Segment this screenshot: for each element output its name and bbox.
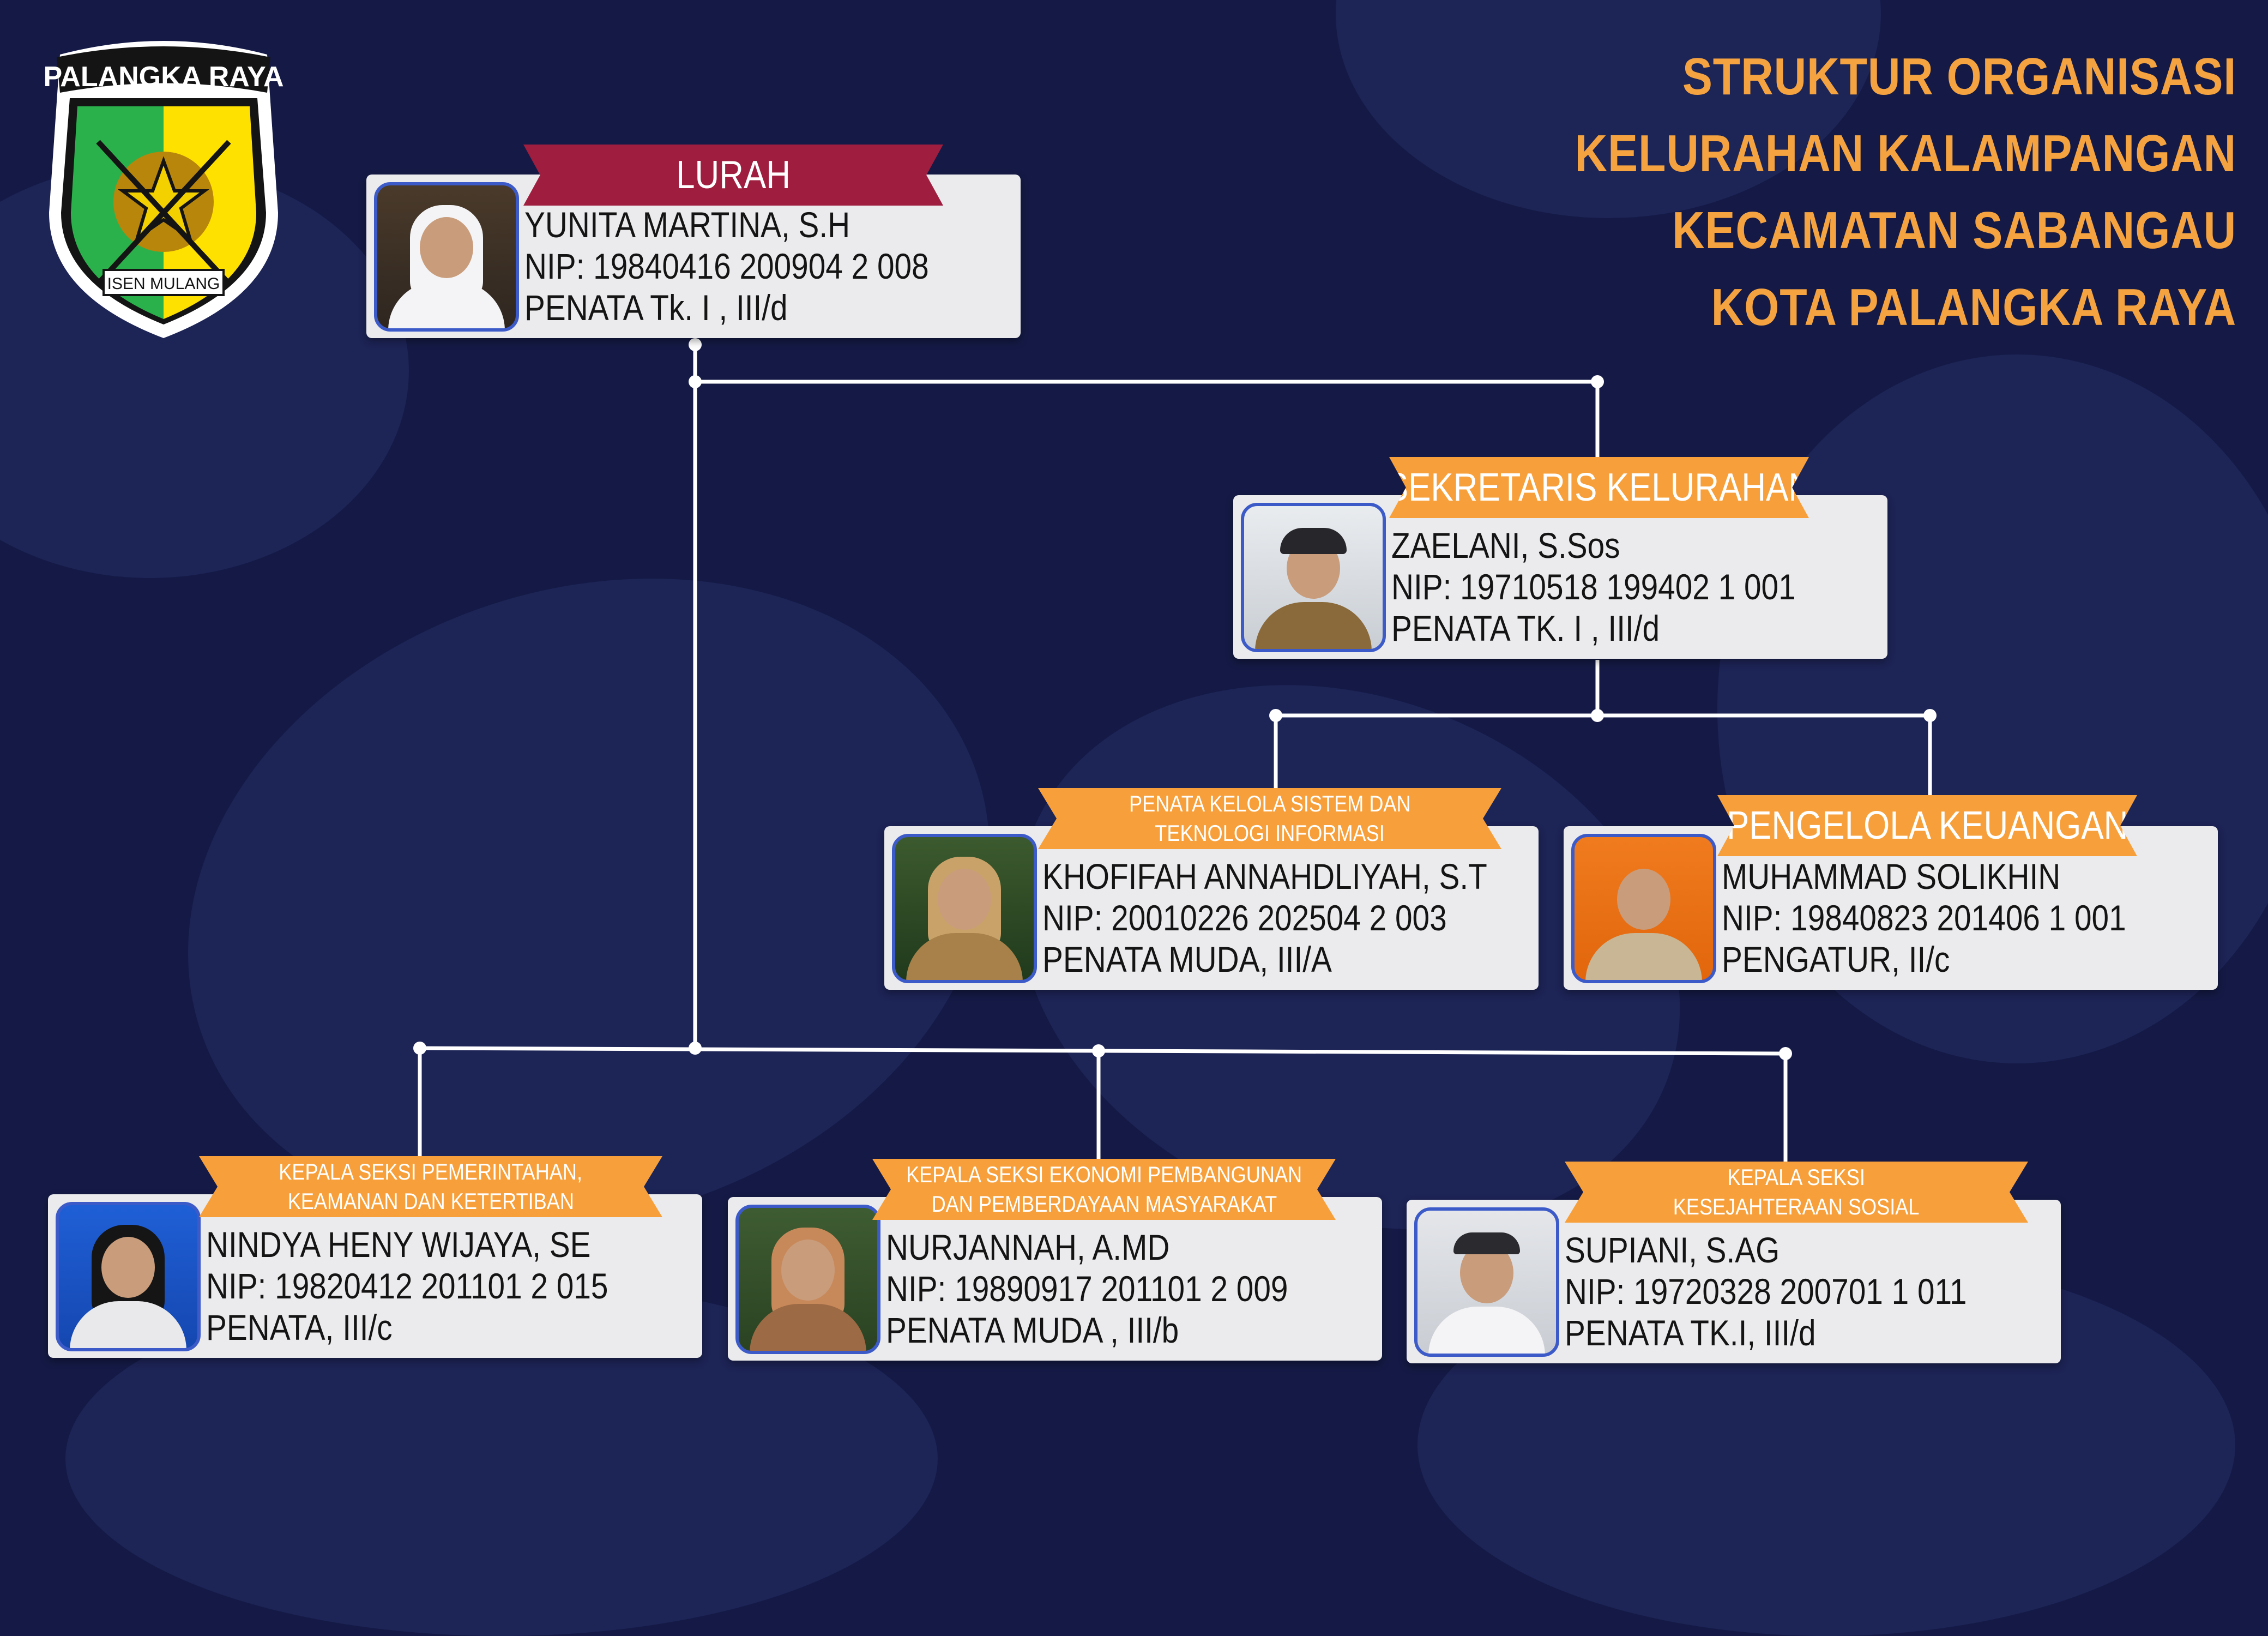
emblem-top-text: PALANGKA RAYA [43, 61, 284, 93]
city-emblem-icon: PALANGKA RAYA ISEN MULANG [43, 41, 284, 338]
person-name: NURJANNAH, A.MD [886, 1227, 1170, 1267]
org-card-sekretaris: ZAELANI, S.Sos NIP: 19710518 199402 1 00… [1233, 495, 1887, 659]
person-photo [892, 834, 1037, 983]
person-photo [56, 1202, 201, 1351]
person-name: ZAELANI, S.Sos [1391, 525, 1620, 566]
page-title: STRUKTUR ORGANISASI KELURAHAN KALAMPANGA… [1467, 38, 2236, 346]
person-rank: PENATA TK.I, III/d [1565, 1313, 1816, 1353]
person-rank: PENATA TK. I , III/d [1391, 608, 1660, 648]
emblem-motto: ISEN MULANG [107, 275, 220, 293]
position-title-kasi-pemerintahan: KEPALA SEKSI PEMERINTAHAN, KEAMANAN DAN … [199, 1156, 662, 1217]
position-title-text: PENGELOLA KEUANGAN [1726, 804, 2128, 847]
position-title-text: PENATA KELOLA SISTEM DAN [1129, 791, 1411, 816]
person-name: YUNITA MARTINA, S.H [524, 204, 850, 245]
person-photo [374, 182, 519, 332]
position-title-text: TEKNOLOGI INFORMASI [1155, 820, 1385, 846]
position-title-text: DAN PEMBERDAYAAN MASYARAKAT [931, 1191, 1277, 1217]
org-chart-connectors [413, 338, 1937, 1162]
org-card-penata-sistem: KHOFIFAH ANNAHDLIYAH, S.T NIP: 20010226 … [884, 826, 1539, 990]
person-nip: NIP: 19890917 201101 2 009 [886, 1268, 1288, 1309]
position-title-keuangan: PENGELOLA KEUANGAN [1717, 795, 2137, 856]
person-photo [1414, 1207, 1559, 1357]
position-title-kasi-ekonomi: KEPALA SEKSI EKONOMI PEMBANGUNAN DAN PEM… [872, 1159, 1336, 1220]
person-name: SUPIANI, S.AG [1565, 1230, 1780, 1270]
position-title-text: KEPALA SEKSI PEMERINTAHAN, [279, 1159, 583, 1184]
position-title-penata-sistem: PENATA KELOLA SISTEM DAN TEKNOLOGI INFOR… [1038, 788, 1501, 849]
palangka-raya-emblem: PALANGKA RAYA ISEN MULANG [38, 33, 289, 349]
position-title-text: KESEJAHTERAAN SOSIAL [1673, 1194, 1920, 1219]
page-title-line: KOTA PALANGKA RAYA [1711, 278, 2236, 336]
position-title-text: KEPALA SEKSI EKONOMI PEMBANGUNAN [906, 1162, 1302, 1187]
position-title-sekretaris: SEKRETARIS KELURAHAN [1389, 457, 1809, 518]
person-name: MUHAMMAD SOLIKHIN [1722, 856, 2061, 897]
position-title-text: KEAMANAN DAN KETERTIBAN [287, 1188, 574, 1214]
person-nip: NIP: 19720328 200701 1 011 [1565, 1271, 1967, 1312]
person-photo [1571, 834, 1716, 983]
position-title-lurah: LURAH [523, 145, 943, 206]
org-card-kasi-ekonomi: NURJANNAH, A.MD NIP: 19890917 201101 2 0… [728, 1197, 1382, 1361]
person-photo [735, 1205, 880, 1354]
org-card-kasi-kesejahteraan: SUPIANI, S.AG NIP: 19720328 200701 1 011… [1407, 1200, 2061, 1363]
page-title-line: KELURAHAN KALAMPANGAN [1575, 124, 2236, 183]
person-rank: PENATA Tk. I , III/d [524, 287, 788, 328]
position-title-text: KEPALA SEKSI [1727, 1164, 1866, 1190]
position-title-kasi-kesejahteraan: KEPALA SEKSI KESEJAHTERAAN SOSIAL [1565, 1162, 2028, 1223]
person-rank: PENGATUR, II/c [1722, 939, 1950, 979]
person-photo [1241, 503, 1386, 652]
person-name: KHOFIFAH ANNAHDLIYAH, S.T [1042, 856, 1487, 897]
position-title-text: SEKRETARIS KELURAHAN [1385, 466, 1813, 509]
position-title-text: LURAH [676, 153, 791, 197]
org-card-kasi-pemerintahan: NINDYA HENY WIJAYA, SE NIP: 19820412 201… [48, 1194, 702, 1358]
person-nip: NIP: 19710518 199402 1 001 [1391, 567, 1796, 607]
person-nip: NIP: 19820412 201101 2 015 [206, 1266, 608, 1306]
person-nip: NIP: 19840416 200904 2 008 [524, 246, 929, 286]
person-rank: PENATA MUDA , III/b [886, 1310, 1179, 1350]
person-name: NINDYA HENY WIJAYA, SE [206, 1224, 591, 1265]
page-title-line: KECAMATAN SABANGAU [1672, 201, 2236, 260]
person-nip: NIP: 19840823 201406 1 001 [1722, 898, 2126, 938]
page-title-line: STRUKTUR ORGANISASI [1682, 47, 2236, 106]
person-rank: PENATA MUDA, III/A [1042, 939, 1332, 979]
person-nip: NIP: 20010226 202504 2 003 [1042, 898, 1447, 938]
person-rank: PENATA, III/c [206, 1307, 393, 1348]
